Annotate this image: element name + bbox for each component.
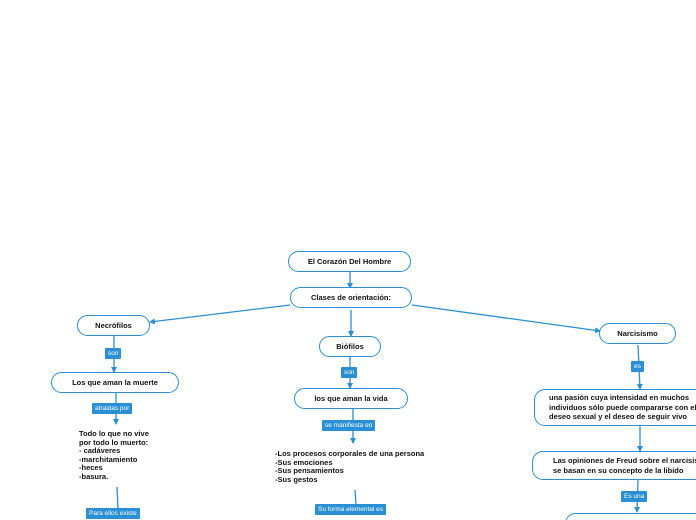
node-pasion[interactable]: una pasión cuya intensidad en muchos ind… — [534, 389, 696, 426]
connector-procesos-forma — [354, 489, 357, 505]
node-root[interactable]: El Corazón Del Hombre — [288, 251, 411, 272]
connector-clases-necrofilos — [149, 304, 291, 325]
node-aman-vida[interactable]: los que aman la vida — [294, 388, 408, 409]
text-todo-lo-muerto: Todo lo que no vive por todo lo muerto: … — [79, 429, 149, 481]
label-son-necrofilos: son — [105, 348, 122, 359]
connector-clases-narcisismo — [411, 304, 601, 334]
label-para-ellos-existe: Para ellos existe — [86, 508, 140, 519]
label-se-manifiesta-en: se manifiesta en — [322, 420, 376, 431]
node-clases[interactable]: Clases de orientación: — [290, 287, 412, 308]
node-aman-muerte[interactable]: Los que aman la muerte — [51, 372, 179, 393]
node-biofilos[interactable]: Biófilos — [319, 336, 381, 357]
connector-muerte-para-ellos — [116, 486, 119, 510]
node-necrofilos[interactable]: Necrófilos — [77, 315, 150, 336]
label-forma-elemental: Su forma elemental es — [315, 504, 387, 515]
label-es-una: Es una — [621, 491, 648, 502]
label-atraidas-por: atraidas por — [92, 403, 133, 414]
label-son-biofilos: son — [341, 367, 358, 378]
label-es: es — [631, 361, 644, 372]
node-partial-bottom[interactable] — [565, 513, 696, 520]
node-narcisismo[interactable]: Narcisismo — [599, 323, 676, 344]
text-procesos-corporales: -Los procesos corporales de una persona … — [275, 449, 425, 484]
